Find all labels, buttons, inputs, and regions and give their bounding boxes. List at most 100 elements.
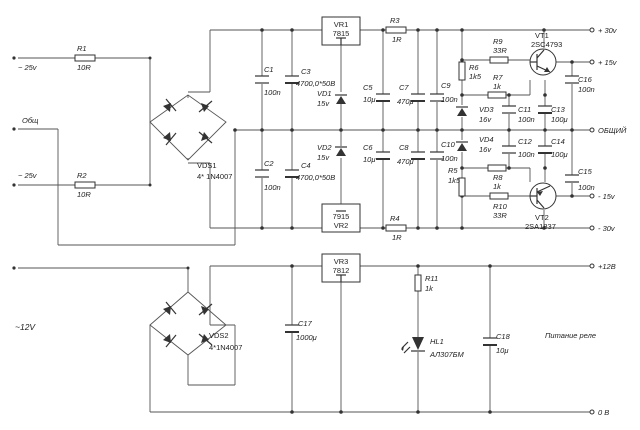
c3-value: 4700,0*50B <box>296 79 335 88</box>
hl1-value: АЛ307БМ <box>429 350 465 359</box>
r11-ref: R11 <box>425 274 438 283</box>
ac-input-top-label: ~ 25v <box>18 63 38 72</box>
c16-value: 100n <box>578 85 595 94</box>
vr2-ref: VR2 <box>334 221 349 230</box>
capacitor-plates <box>255 75 579 346</box>
vd3-ref: VD3 <box>479 105 494 114</box>
r5-ref: R5 <box>448 166 458 175</box>
r5-value: 1k5 <box>448 176 461 185</box>
vd4-ref: VD4 <box>479 135 494 144</box>
r2-ref: R2 <box>77 171 87 180</box>
rail-zero-label: 0 В <box>598 408 609 417</box>
r1-ref: R1 <box>77 44 87 53</box>
c16-ref: C16 <box>578 75 593 84</box>
ac-input-bottom-label: ~ 25v <box>18 171 38 180</box>
transistor-labels: VT1 2SC4793 VT2 2SA1837 <box>525 31 562 231</box>
c1-value: 100n <box>264 88 281 97</box>
resistor-bodies <box>74 26 509 292</box>
vd1-ref: VD1 <box>317 89 332 98</box>
resistor-labels: R1 10R R2 10R R3 1R R4 1R R5 1k5 R6 1k5 … <box>77 16 508 293</box>
r6-ref: R6 <box>469 63 479 72</box>
rail-plus-30-label: + 30v <box>598 26 618 35</box>
bridge-vds2 <box>149 291 227 356</box>
common-input-label: Общ <box>22 116 39 125</box>
led-labels: HL1 АЛ307БМ <box>429 337 465 359</box>
r2-value: 10R <box>77 190 91 199</box>
vds2-value: 4*1N4007 <box>209 343 242 352</box>
regulators <box>321 16 361 283</box>
c8-value: 470μ <box>397 157 414 166</box>
r10-ref: R10 <box>493 202 508 211</box>
vds2-ref: VDS2 <box>209 331 229 340</box>
c7-ref: C7 <box>399 83 409 92</box>
r7-ref: R7 <box>493 73 503 82</box>
r10-value: 33R <box>493 211 507 220</box>
vr3-value: 7812 <box>333 266 350 275</box>
r8-ref: R8 <box>493 173 503 182</box>
vd3-value: 16v <box>479 115 492 124</box>
vr1-value: 7815 <box>333 29 350 38</box>
led-hl1 <box>401 337 425 354</box>
rail-common-label: ОБЩИЙ <box>598 126 627 135</box>
c3-ref: C3 <box>301 67 311 76</box>
vr3-ref: VR3 <box>334 257 349 266</box>
vd4-value: 16v <box>479 145 492 154</box>
ac-12-input-label: ~12V <box>15 322 36 332</box>
c6-value: 10μ <box>363 155 375 164</box>
c7-value: 470μ <box>397 97 414 106</box>
rail-plus-12-label: +12В <box>598 262 616 271</box>
vd1-value: 15v <box>317 99 330 108</box>
c4-ref: C4 <box>301 161 311 170</box>
r9-value: 33R <box>493 46 507 55</box>
c13-ref: C13 <box>551 105 566 114</box>
r8-value: 1k <box>493 182 502 191</box>
c6-ref: C6 <box>363 143 373 152</box>
r6-value: 1k5 <box>469 72 482 81</box>
c9-ref: C9 <box>441 81 451 90</box>
vds1-ref: VDS1 <box>197 161 217 170</box>
vt2-ref: VT2 <box>535 213 549 222</box>
rail-plus-15-label: + 15v <box>598 58 618 67</box>
transistor-vt1 <box>529 48 557 76</box>
vds1-value: 4* 1N4007 <box>197 172 232 181</box>
r1-value: 10R <box>77 63 91 72</box>
rail-minus-15-label: - 15v <box>598 192 616 201</box>
bridge-labels: VDS1 4* 1N4007 VDS2 4*1N4007 <box>197 161 242 352</box>
vr1-ref: VR1 <box>334 20 349 29</box>
transistor-vt2 <box>529 182 557 210</box>
r3-value: 1R <box>392 35 402 44</box>
junctions <box>148 28 574 414</box>
vt1-ref: VT1 <box>535 31 549 40</box>
diode-labels: VD1 15v VD2 15v VD3 16v VD4 16v <box>317 89 494 162</box>
r4-ref: R4 <box>390 214 400 223</box>
c1-ref: C1 <box>264 65 274 74</box>
vd2-value: 15v <box>317 153 330 162</box>
rail-terminals <box>12 27 595 415</box>
c15-ref: C15 <box>578 167 593 176</box>
c12-ref: C12 <box>518 137 533 146</box>
c9-value: 100n <box>441 95 458 104</box>
c4-value: 4700,0*50B <box>296 173 335 182</box>
c13-value: 100μ <box>551 115 568 124</box>
c2-value: 100n <box>264 183 281 192</box>
r3-ref: R3 <box>390 16 400 25</box>
vt1-value: 2SC4793 <box>531 40 562 49</box>
c11-ref: C11 <box>518 105 531 114</box>
relay-power-note: Питание реле <box>545 331 596 340</box>
c17-ref: C17 <box>298 319 313 328</box>
c10-value: 100n <box>441 154 458 163</box>
c17-value: 1000μ <box>296 333 317 342</box>
c2-ref: C2 <box>264 159 274 168</box>
r11-value: 1k <box>425 284 434 293</box>
c14-ref: C14 <box>551 137 565 146</box>
c5-ref: C5 <box>363 83 373 92</box>
vr2-value: 7915 <box>333 212 350 221</box>
capacitor-labels: C1 100n C2 100n C3 4700,0*50B C4 4700,0*… <box>264 65 595 355</box>
c11-value: 100n <box>518 115 535 124</box>
c15-value: 100n <box>578 183 595 192</box>
c12-value: 100n <box>518 150 535 159</box>
c5-value: 10μ <box>363 95 375 104</box>
hl1-ref: HL1 <box>430 337 444 346</box>
zener-diodes <box>334 92 469 158</box>
